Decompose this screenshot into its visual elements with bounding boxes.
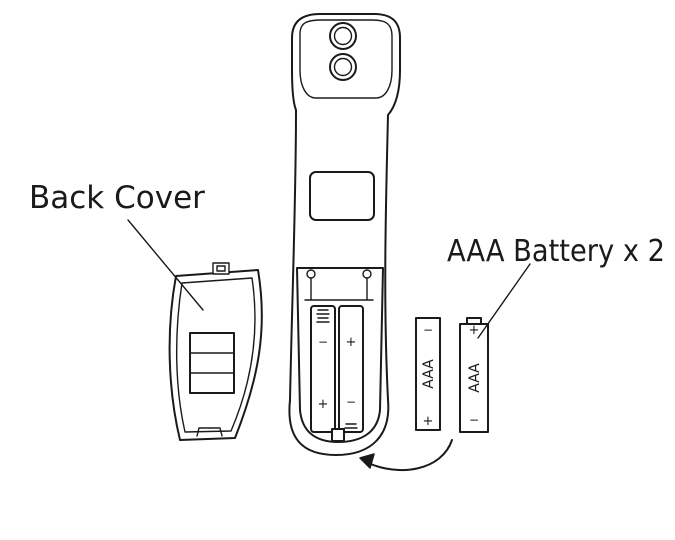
installed-right-minus: −	[346, 395, 356, 409]
loose-battery-2-minus: −	[469, 413, 479, 427]
installed-right-plus: +	[346, 335, 357, 350]
back-cover-label-window	[189, 332, 235, 394]
loose-battery-1: − AAA +	[415, 317, 441, 431]
sensor-button-bottom	[329, 53, 357, 81]
installed-left-minus: −	[318, 335, 328, 349]
loose-battery-2-type: AAA	[467, 363, 483, 393]
sensor-button-top	[329, 22, 357, 50]
back-cover-label: Back Cover	[29, 180, 205, 216]
loose-battery-1-type: AAA	[421, 359, 437, 389]
battery-leader-line	[477, 263, 531, 339]
loose-battery-2: + AAA −	[459, 317, 489, 433]
loose-battery-2-plus: +	[469, 323, 480, 338]
remote-body: − + + −	[288, 13, 401, 456]
loose-battery-1-plus: +	[423, 414, 434, 429]
loose-battery-1-minus: −	[423, 323, 433, 337]
installed-battery-left: − +	[310, 305, 336, 433]
installed-battery-right: + −	[338, 305, 364, 433]
back-cover-leader-line	[127, 219, 204, 311]
display-window	[309, 171, 375, 221]
battery-label: AAA Battery x 2	[447, 234, 665, 269]
back-cover	[168, 262, 263, 441]
compartment-latch	[331, 428, 345, 442]
installed-left-plus: +	[318, 397, 329, 412]
insertion-arrow	[359, 439, 453, 472]
